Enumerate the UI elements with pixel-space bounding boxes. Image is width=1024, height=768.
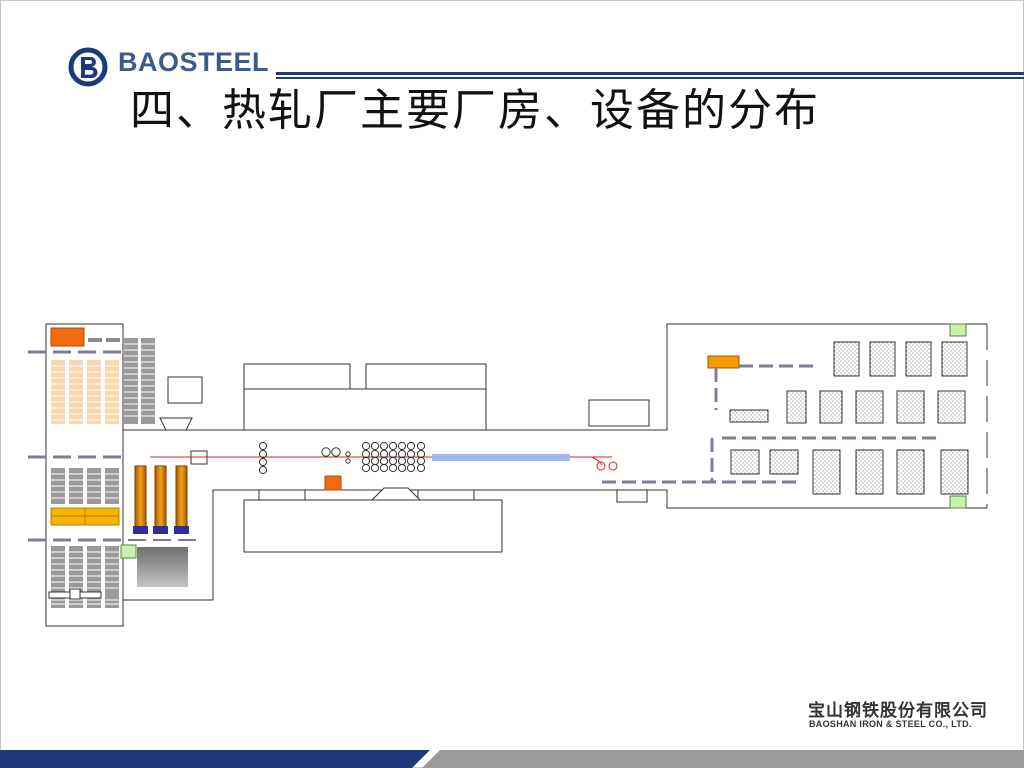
roughing-stands bbox=[258, 441, 351, 475]
plant-layout-diagram bbox=[28, 323, 988, 627]
slab-stacks-gray-bottom bbox=[51, 546, 119, 608]
laminar-cooling-zone bbox=[432, 454, 570, 461]
coil-yard bbox=[602, 323, 969, 509]
baosteel-b-icon bbox=[68, 47, 108, 87]
header-rule bbox=[276, 72, 1024, 79]
slab-stacks-gray-top bbox=[88, 338, 155, 424]
coil-marker-top bbox=[949, 323, 967, 337]
pump-house bbox=[167, 376, 203, 404]
hopper bbox=[159, 417, 193, 431]
coilers bbox=[591, 456, 618, 471]
slab-yard-furnace-block bbox=[50, 327, 85, 347]
roughing-mill-marker bbox=[324, 475, 342, 491]
logo-wordmark: BAOSTEEL bbox=[118, 47, 270, 77]
slab-stack-lines bbox=[51, 365, 119, 421]
footer-band bbox=[0, 750, 1024, 768]
crane-runways-left bbox=[28, 350, 198, 542]
coil-yard-crane bbox=[707, 355, 740, 369]
building-outlines bbox=[45, 323, 988, 627]
coil-stacks bbox=[729, 341, 969, 495]
reheating-furnaces bbox=[133, 465, 189, 534]
slab-yard bbox=[48, 327, 155, 608]
coil-marker-bottom bbox=[949, 495, 967, 509]
main-mill-building-lower bbox=[122, 489, 987, 601]
slab-stacks-gray-mid bbox=[51, 468, 119, 504]
company-name-cn: 宝山钢铁股份有限公司 bbox=[808, 701, 988, 721]
finishing-stands bbox=[361, 441, 426, 473]
furnace-control-box bbox=[137, 547, 188, 587]
coil-marker-left bbox=[120, 544, 137, 559]
page-title: 四、热轧厂主要厂房、设备的分布 bbox=[130, 85, 820, 136]
baosteel-logo bbox=[68, 47, 108, 87]
auxiliary-buildings bbox=[243, 363, 650, 553]
slab-yard-crane bbox=[50, 507, 120, 526]
slab-yard-building bbox=[45, 323, 124, 627]
company-name-en: BAOSHAN IRON & STEEL CO., LTD. bbox=[809, 719, 972, 729]
